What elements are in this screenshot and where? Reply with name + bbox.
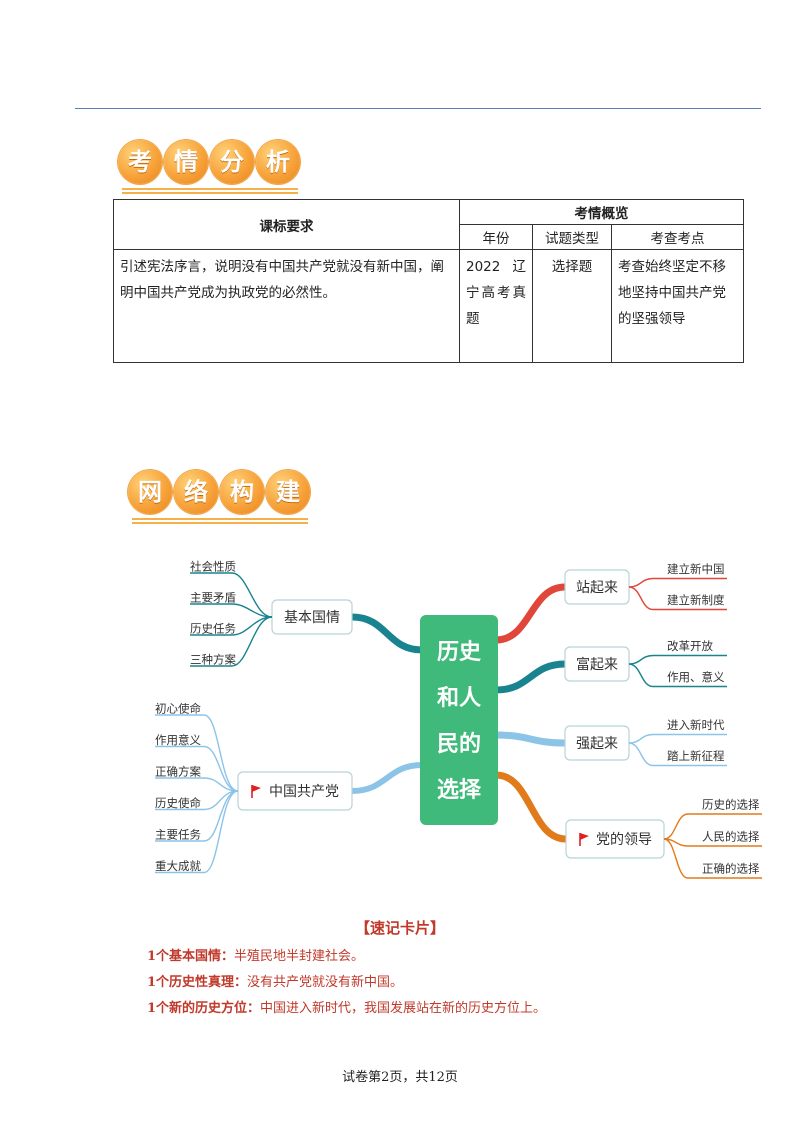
sub-header-year: 年份 [459, 224, 533, 250]
child-connector [663, 838, 762, 879]
cell-year: 2022 辽宁高考真题 [459, 249, 533, 363]
branch-connector [492, 583, 569, 644]
child-node-label: 历史使命 [155, 796, 201, 810]
center-node-label: 历史 [437, 640, 482, 665]
child-node-label: 作用意义 [155, 733, 201, 747]
child-node-label: 正确的选择 [702, 862, 760, 876]
flag-icon [580, 833, 589, 840]
child-node-label: 主要矛盾 [190, 591, 236, 605]
center-node [420, 615, 498, 825]
child-connector [155, 745, 239, 792]
child-connector [628, 586, 727, 611]
child-node-label: 建立新制度 [667, 593, 725, 607]
card-line-2: 1个历史性真理：没有共产党就没有新中国。 [147, 971, 403, 990]
child-connector [663, 813, 762, 840]
branch-connector [348, 613, 426, 654]
card-line-3: 1个新的历史方位：中国进入新时代，我国发展站在新的历史方位上。 [147, 997, 546, 1016]
child-connector [628, 577, 727, 588]
section-banner-network: 网 络 构 建 [118, 470, 310, 530]
child-connector [628, 742, 727, 767]
banner-char: 络 [174, 470, 218, 514]
banner-char: 分 [210, 140, 254, 184]
cell-point: 考查始终坚定不移地坚持中国共产党的坚强领导 [611, 249, 744, 363]
card-line-1: 1个基本国情：半殖民地半封建社会。 [147, 945, 364, 964]
branch-connector [492, 771, 570, 843]
cell-requirement: 引述宪法序言，说明没有中国共产党就没有新中国，阐明中国共产党成为执政党的必然性。 [113, 249, 460, 363]
topic-node-label: 党的领导 [596, 832, 652, 848]
child-node-label: 人民的选择 [702, 830, 760, 844]
section-banner-analysis: 考 情 分 析 [118, 140, 308, 200]
child-node-label: 正确方案 [155, 765, 201, 779]
topic-node-label: 强起来 [576, 736, 618, 752]
child-connector [155, 714, 239, 792]
card-title: 【速记卡片】 [354, 919, 445, 937]
col-header-overview: 考情概览 [459, 199, 744, 225]
card-line-label: 1个历史性真理： [147, 975, 248, 990]
branch-connector [492, 731, 569, 747]
cell-type: 选择题 [532, 249, 612, 363]
child-node-label: 改革开放 [667, 639, 713, 653]
banner-stripes [122, 188, 298, 196]
child-node-label: 作用、意义 [667, 670, 725, 684]
child-connector [190, 616, 273, 636]
banner-char: 网 [128, 470, 172, 514]
banner-stripes [132, 518, 308, 526]
card-line-label: 1个基本国情： [147, 949, 235, 964]
child-node-label: 进入新时代 [667, 718, 725, 732]
card-line-text: 半殖民地半封建社会。 [234, 949, 365, 964]
child-connector [155, 790, 239, 874]
child-connector [190, 572, 273, 618]
child-node-label: 建立新中国 [667, 562, 725, 576]
page-footer: 试卷第2页，共12页 [342, 1070, 458, 1085]
child-connector [155, 777, 239, 792]
child-connector [155, 790, 239, 811]
center-node-label: 和人 [437, 686, 481, 711]
topic-node-label: 中国共产党 [269, 784, 339, 800]
card-line-text: 没有共产党就没有新中国。 [247, 975, 404, 990]
exam-analysis-table: 课标要求 考情概览 年份 试题类型 考查考点 引述宪法序言，说明没有中国共产党就… [113, 199, 744, 363]
child-node-label: 社会性质 [190, 560, 236, 574]
branch-connector [349, 762, 425, 794]
branch-connector [492, 660, 569, 694]
child-connector [190, 616, 273, 667]
topic-node-label: 站起来 [576, 580, 618, 596]
child-connector [628, 733, 727, 744]
child-node-label: 踏上新征程 [667, 749, 725, 763]
banner-char: 析 [256, 140, 300, 184]
child-connector [628, 654, 727, 665]
card-line-label: 1个新的历史方位： [147, 1001, 261, 1016]
banner-char: 考 [118, 140, 162, 184]
sub-header-type: 试题类型 [532, 224, 612, 250]
child-node-label: 主要任务 [155, 828, 201, 842]
child-connector [190, 603, 273, 618]
banner-char: 建 [266, 470, 310, 514]
child-node-label: 历史的选择 [702, 798, 760, 812]
child-node-label: 初心使命 [155, 702, 201, 716]
header-rule [75, 108, 761, 109]
flag-icon [252, 785, 261, 792]
banner-char: 构 [220, 470, 264, 514]
center-node-label: 选择 [437, 777, 482, 803]
topic-node-label: 富起来 [576, 656, 618, 673]
child-node-label: 历史任务 [190, 622, 236, 636]
col-header-requirement: 课标要求 [113, 199, 460, 250]
child-connector [663, 838, 762, 847]
center-node-label: 民的 [437, 731, 481, 757]
banner-char: 情 [164, 140, 208, 184]
sub-header-point: 考查考点 [611, 224, 744, 250]
child-node-label: 重大成就 [155, 859, 201, 873]
card-line-text: 中国进入新时代，我国发展站在新的历史方位上。 [260, 1001, 547, 1016]
child-connector [628, 663, 727, 688]
topic-node-label: 基本国情 [284, 609, 340, 626]
child-node-label: 三种方案 [190, 653, 236, 667]
